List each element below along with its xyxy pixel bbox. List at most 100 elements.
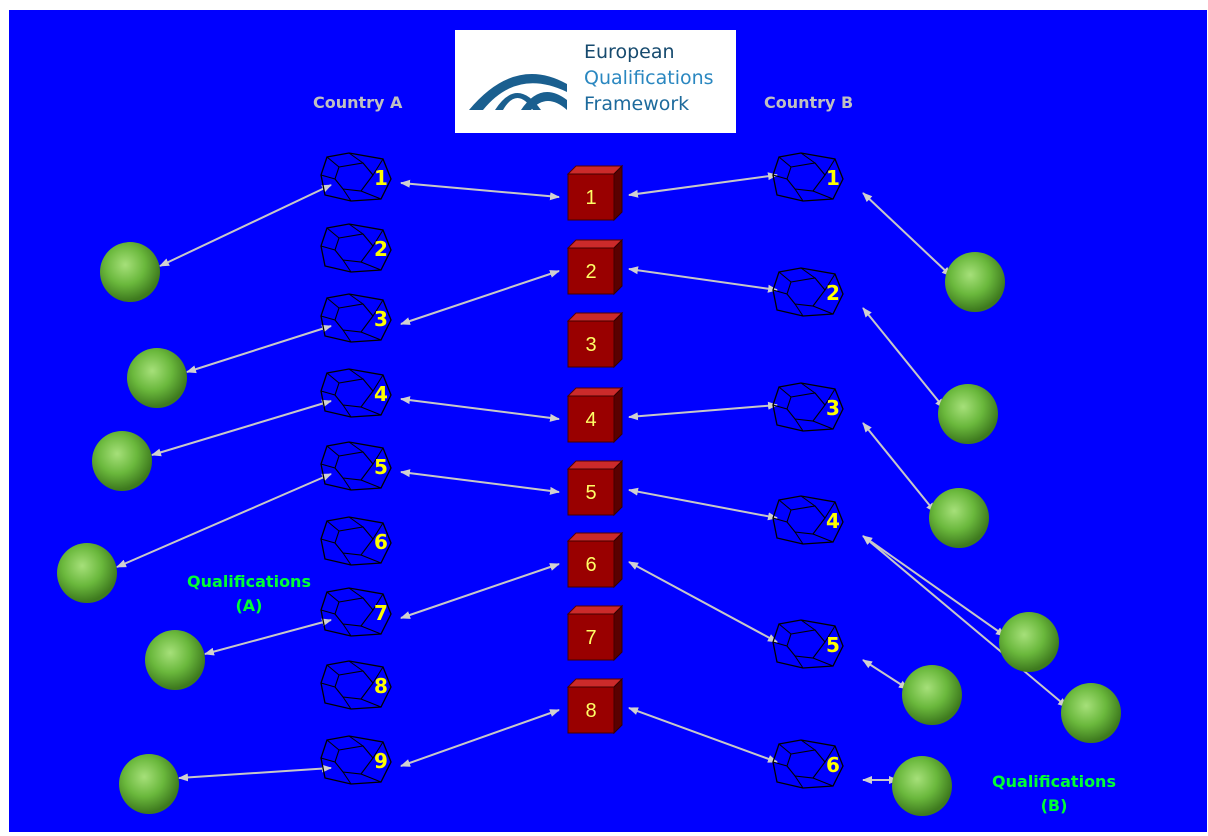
country-a-level-6-polyhedron-icon: 6 (320, 516, 392, 566)
arrow-qualification-b-6 (862, 535, 1068, 708)
level-number: 9 (374, 749, 388, 773)
eqf-level-5-cube-icon: 5 (566, 459, 624, 517)
country-a-label: Country A (313, 93, 403, 112)
qualification-a-6-sphere-icon (119, 754, 179, 814)
arrow-qualification-b-4 (862, 535, 1006, 637)
qualification-b-3-sphere-icon (929, 488, 989, 548)
eqf-level-number: 1 (585, 187, 596, 209)
country-b-label: Country B (764, 93, 854, 112)
country-a-level-4-polyhedron-icon: 4 (320, 368, 392, 418)
qualifications-layer (57, 242, 1121, 816)
country-a-level-3-polyhedron-icon: 3 (320, 293, 392, 343)
qualifications-a-label: Qualifications (A) (159, 570, 339, 618)
level-number: 4 (374, 382, 388, 406)
country-a-levels-layer: 1 2 3 4 5 6 7 8 9 (320, 152, 392, 785)
arrow-qualification-b-5 (862, 659, 909, 690)
eqf-level-number: 7 (585, 627, 596, 649)
logo-line-3: Framework (584, 93, 690, 115)
bridge-logo-icon (469, 73, 567, 110)
qualifications-b-label: Qualifications (B) (964, 770, 1144, 818)
qualifications-b-line-1: Qualifications (992, 772, 1116, 791)
eqf-level-number: 6 (585, 554, 596, 576)
eqf-level-1-cube-icon: 1 (566, 164, 624, 222)
qualification-b-6-sphere-icon (1061, 683, 1121, 743)
arrow-qualification-b-1 (862, 192, 952, 277)
qualification-a-2-sphere-icon (127, 348, 187, 408)
level-number: 2 (374, 237, 388, 261)
level-number: 6 (374, 530, 388, 554)
level-number: 2 (826, 281, 840, 305)
level-number: 5 (374, 455, 388, 479)
arrow-qualification-b-2 (862, 307, 945, 409)
eqf-level-number: 4 (585, 409, 596, 431)
qualification-b-7-sphere-icon (892, 756, 952, 816)
arrow-b2-eqf2 (628, 266, 778, 293)
arrow-qualification-a-3 (151, 399, 332, 457)
arrow-b1-eqf1 (628, 172, 778, 198)
eqf-logo: European Qualifications Framework (455, 30, 736, 133)
arrow-b5-eqf6 (628, 561, 778, 643)
country-a-level-1-polyhedron-icon: 1 (320, 152, 392, 202)
level-number: 3 (374, 307, 388, 331)
eqf-level-6-cube-icon: 6 (566, 531, 624, 589)
level-number: 3 (826, 396, 840, 420)
arrow-a9-eqf8 (400, 709, 560, 767)
qualification-a-3-sphere-icon (92, 431, 152, 491)
eqf-level-number: 2 (585, 261, 596, 283)
arrow-a3-eqf2 (400, 270, 560, 325)
arrow-a7-eqf6 (400, 563, 560, 619)
arrow-a4-eqf4 (400, 396, 560, 422)
eqf-level-7-cube-icon: 7 (566, 604, 624, 662)
qualifications-a-line-2: (A) (235, 596, 263, 615)
eqf-level-3-cube-icon: 3 (566, 311, 624, 369)
logo-line-1: European (584, 41, 675, 63)
arrow-qualification-a-2 (186, 324, 332, 374)
eqf-level-number: 3 (585, 334, 596, 356)
country-b-level-4-polyhedron-icon: 4 (772, 495, 844, 545)
arrow-qualification-a-4 (116, 473, 332, 568)
eqf-level-8-cube-icon: 8 (566, 677, 624, 735)
qualification-a-5-sphere-icon (145, 630, 205, 690)
country-a-level-9-polyhedron-icon: 9 (320, 735, 392, 785)
qualification-b-5-sphere-icon (902, 665, 962, 725)
qualification-b-4-sphere-icon (999, 612, 1059, 672)
arrow-b4-eqf5 (628, 487, 778, 521)
country-b-level-6-polyhedron-icon: 6 (772, 739, 844, 789)
eqf-levels-layer: 1 2 3 4 5 6 7 8 (566, 164, 624, 735)
country-a-level-7-polyhedron-icon: 7 (320, 587, 392, 637)
level-number: 1 (374, 166, 388, 190)
country-b-level-2-polyhedron-icon: 2 (772, 267, 844, 317)
arrow-b3-eqf4 (628, 401, 778, 421)
country-a-level-2-polyhedron-icon: 2 (320, 223, 392, 273)
country-b-levels-layer: 1 2 3 4 5 6 (772, 152, 844, 789)
level-number: 7 (374, 601, 388, 625)
arrow-qualification-a-6 (178, 764, 332, 782)
qualification-b-1-sphere-icon (945, 252, 1005, 312)
eqf-level-number: 8 (585, 700, 596, 722)
diagram-svg: 1 2 3 4 5 6 7 8 1 2 3 4 5 6 7 8 9 1 2 3 4 5 6 (57, 152, 1121, 816)
level-number: 4 (826, 509, 840, 533)
level-number: 1 (826, 166, 840, 190)
qualifications-a-line-1: Qualifications (187, 572, 311, 591)
arrows-layer (116, 172, 1068, 784)
arrow-qualification-b-3 (862, 422, 936, 513)
country-b-level-5-polyhedron-icon: 5 (772, 619, 844, 669)
qualification-a-1-sphere-icon (100, 242, 160, 302)
arrow-a5-eqf5 (400, 469, 560, 495)
eqf-level-number: 5 (585, 482, 596, 504)
eqf-level-2-cube-icon: 2 (566, 238, 624, 296)
country-a-level-5-polyhedron-icon: 5 (320, 441, 392, 491)
country-a-level-8-polyhedron-icon: 8 (320, 660, 392, 710)
level-number: 6 (826, 753, 840, 777)
arrow-a1-eqf1 (400, 179, 560, 201)
country-b-level-3-polyhedron-icon: 3 (772, 382, 844, 432)
arrow-qualification-a-1 (159, 184, 332, 267)
logo-line-2: Qualifications (584, 67, 714, 89)
country-b-level-1-polyhedron-icon: 1 (772, 152, 844, 202)
eqf-level-4-cube-icon: 4 (566, 386, 624, 444)
level-number: 8 (374, 674, 388, 698)
qualifications-b-line-2: (B) (1040, 796, 1068, 815)
arrow-b6-eqf8 (628, 707, 778, 763)
qualification-a-4-sphere-icon (57, 543, 117, 603)
level-number: 5 (826, 633, 840, 657)
